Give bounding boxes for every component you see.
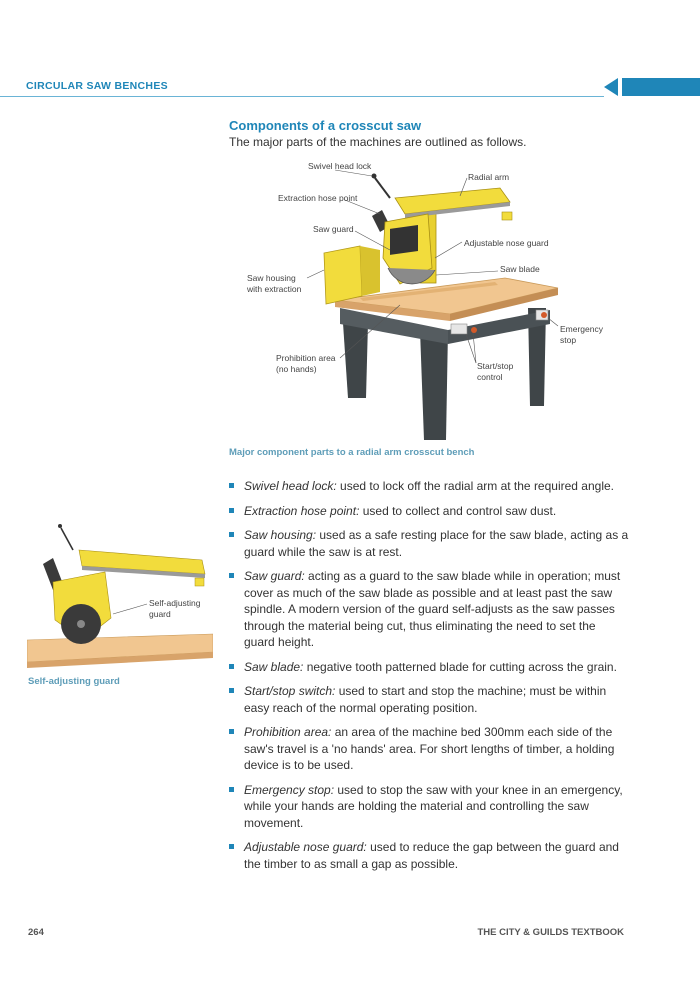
bullet-icon [229, 844, 234, 849]
label-start-stop: Start/stop [477, 361, 514, 371]
bench-leg [420, 330, 448, 440]
label-swivel-head-lock: Swivel head lock [308, 161, 372, 171]
bench-top-edge [450, 288, 558, 321]
bullet-icon [229, 507, 234, 513]
label-saw-guard: Saw guard [313, 224, 354, 234]
section-title: Components of a crosscut saw [229, 118, 422, 133]
label-adjustable-nose-guard: Adjustable nose guard [464, 238, 549, 248]
arm-end-cap [501, 211, 513, 221]
label-radial-arm: Radial arm [468, 172, 509, 182]
side-arm-rail [82, 566, 205, 578]
swivel-lock-knob [371, 173, 377, 179]
bench-apron [340, 308, 448, 344]
page-number: 264 [28, 927, 44, 938]
header-rule [0, 96, 604, 97]
side-label-self-adjusting: Self-adjusting [149, 598, 201, 608]
label-emergency-stop: Emergency [560, 324, 604, 334]
description: used as a safe resting place for the saw… [244, 528, 629, 559]
side-blade-hub [77, 620, 85, 628]
label-emergency-stop-2: stop [560, 335, 576, 345]
bullet-icon [229, 483, 234, 488]
bench-top-edge [335, 300, 450, 321]
term: Prohibition area: [244, 725, 332, 739]
term: Emergency stop: [244, 782, 335, 797]
side-figure-caption: Self-adjusting guard [28, 676, 120, 687]
side-label-guard: guard [149, 609, 171, 619]
start-stop-box [450, 323, 468, 335]
side-lock-lever [60, 527, 74, 551]
list-item: Prohibition area: an area of the machine… [229, 724, 629, 774]
bullet-icon [229, 729, 234, 734]
component-list: Swivel head lock: used to lock off the r… [229, 478, 629, 880]
description: used to collect and control saw dust. [359, 503, 557, 518]
bench-leg [528, 308, 546, 406]
label-start-stop-2: control [477, 372, 503, 382]
bench-fence [360, 282, 498, 301]
emergency-stop-button [541, 312, 547, 318]
description: acting as a guard to the saw blade while… [244, 569, 621, 649]
list-item: Swivel head lock: used to lock off the r… [229, 478, 629, 495]
bullet-icon [229, 532, 234, 537]
saw-housing-side [360, 246, 380, 296]
bullet-icon [229, 663, 234, 669]
label-saw-housing: Saw housing [247, 273, 296, 283]
radial-arm-rail [405, 202, 510, 218]
header-arrow-icon [604, 78, 618, 96]
term: Saw blade: [244, 659, 304, 674]
term: Start/stop switch: [244, 684, 336, 698]
list-item: Extraction hose point: used to collect a… [229, 503, 629, 520]
list-item: Saw blade: negative tooth patterned blad… [229, 659, 629, 676]
description: negative tooth patterned blade for cutti… [303, 659, 617, 674]
list-item: Start/stop switch: used to start and sto… [229, 683, 629, 716]
crosscut-saw-figure: Swivel head lock Radial arm Extraction h… [246, 161, 604, 440]
list-item: Saw housing: used as a safe resting plac… [229, 527, 629, 560]
self-adjusting-guard-figure: Self-adjusting guard [27, 524, 213, 668]
description: used to reduce the gap between the guard… [244, 840, 619, 871]
list-item: Saw guard: acting as a guard to the saw … [229, 568, 629, 651]
list-item: Emergency stop: used to stop the saw wit… [229, 782, 629, 832]
bullet-icon [229, 786, 234, 792]
description: used to stop the saw with your knee in a… [244, 782, 623, 830]
start-stop-button [471, 327, 477, 333]
saw-housing [323, 245, 363, 305]
figure-caption: Major component parts to a radial arm cr… [229, 447, 475, 458]
description: used to lock off the radial arm at the r… [336, 479, 614, 493]
description: used to start and stop the machine; must… [244, 684, 607, 715]
side-bench-edge [27, 652, 213, 668]
label-extraction-hose-point: Extraction hose point [278, 193, 358, 203]
label-prohibition-area: Prohibition area [276, 353, 336, 363]
side-lock-knob [58, 524, 62, 528]
description: an area of the machine bed 300mm each si… [244, 725, 615, 772]
label-saw-blade: Saw blade [500, 264, 540, 274]
book-title: THE CITY & GUILDS TEXTBOOK [477, 927, 624, 938]
swivel-lock-lever [374, 177, 391, 199]
list-item: Adjustable nose guard: used to reduce th… [229, 839, 629, 872]
term: Adjustable nose guard: [244, 840, 367, 854]
term: Saw guard: [244, 569, 305, 583]
term: Swivel head lock: [244, 479, 337, 493]
bullet-icon [229, 573, 234, 578]
label-saw-housing-2: with extraction [246, 284, 302, 294]
saw-blade [387, 267, 436, 285]
bullet-icon [229, 688, 234, 693]
nose-guard [390, 224, 418, 255]
intro-text: The major parts of the machines are outl… [229, 135, 527, 149]
section-header: CIRCULAR SAW BENCHES [26, 80, 168, 92]
header-tab [622, 78, 700, 96]
side-arm-end [194, 577, 205, 587]
term: Saw housing: [244, 528, 317, 542]
term: Extraction hose point: [244, 503, 360, 518]
bench-leg [343, 323, 368, 398]
label-prohibition-area-2: (no hands) [276, 364, 317, 374]
